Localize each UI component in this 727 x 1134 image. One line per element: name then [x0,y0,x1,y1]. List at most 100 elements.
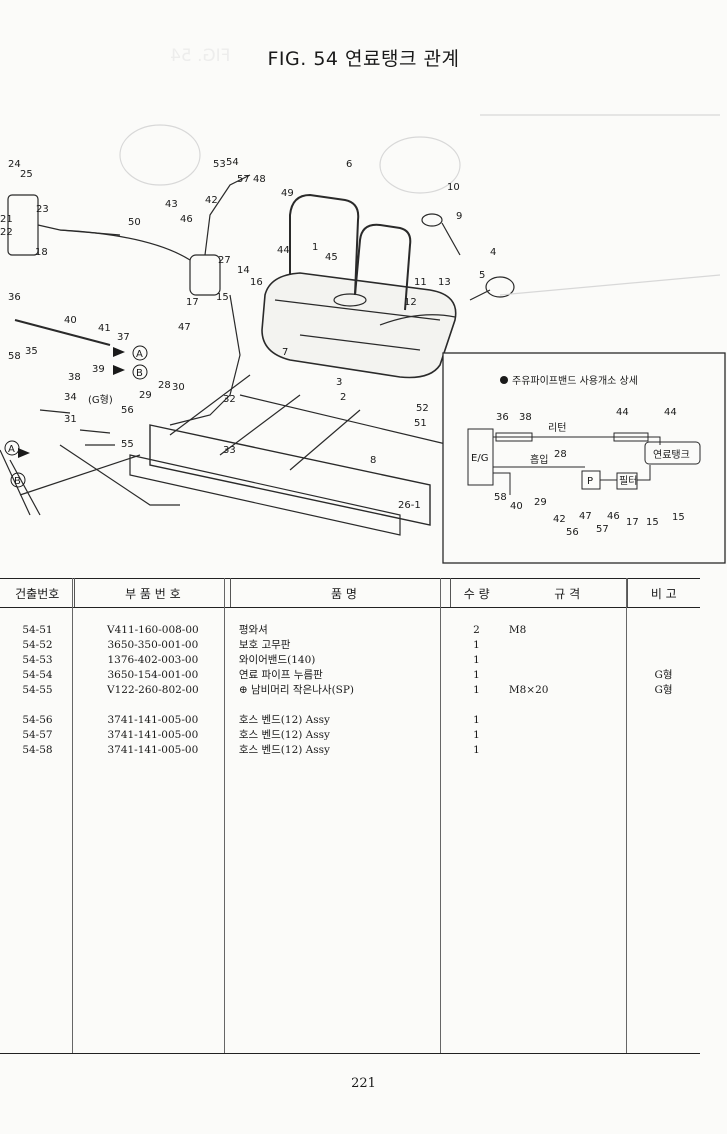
quantity: 2 [473,624,480,636]
ref-no: 54-54 [22,669,53,681]
callout: 16 [250,277,263,288]
callout: 33 [223,445,236,456]
inset-num: 57 [596,524,609,535]
callout: 46 [180,214,193,225]
diagram-svg: A B A B 1 2 3 4 5 6 7 8 9 10 11 12 13 14… [0,114,726,564]
callout: 50 [128,217,141,228]
ref-no: 54-51 [22,624,53,636]
column-divider [224,578,225,1054]
part-number: 3741-141-005-00 [107,714,199,726]
inset-num: 44 [664,407,677,418]
callout: 53 [213,159,226,170]
callout: 43 [165,199,178,210]
spec [503,653,627,668]
inset-num: 38 [519,412,532,423]
callout: 22 [0,227,13,238]
header-ref-no: 건출번호 [0,578,76,608]
ref-no: 54-58 [22,744,53,756]
inset-num: 29 [534,497,547,508]
callout: 56 [121,405,134,416]
callout: 10 [447,182,460,193]
part-number: 3741-141-005-00 [107,744,199,756]
callout: 6 [346,159,352,170]
part-number: V122-260-802-00 [107,684,199,696]
quantity: 1 [473,654,480,666]
quantity: 1 [473,669,480,681]
callout: 9 [456,211,462,222]
part-number: 3650-154-001-00 [107,669,199,681]
callout: 15 [216,292,229,303]
marker-a: A [8,444,15,455]
ref-no: 54-57 [22,729,53,741]
callout: 36 [8,292,21,303]
callout: 45 [325,252,338,263]
table-row: 54-55 V122-260-802-00 ⊕ 남비머리 작은나사(SP) 1 … [0,683,700,698]
callout: 8 [370,455,376,466]
part-name: 평와셔 [238,624,268,636]
callout: 17 [186,297,199,308]
note [627,653,700,668]
callout: 34 [64,392,77,403]
marker-b: B [14,476,21,487]
callout: 39 [92,364,105,375]
inset-engine-label: E/G [471,453,488,464]
table-row: 54-52 3650-350-001-00 보호 고무판 1 [0,638,700,653]
part-name: 연료 파이프 누름판 [238,669,323,681]
callout: 51 [414,418,427,429]
table-row: 54-57 3741-141-005-00 호스 벤드(12) Assy 1 [0,728,700,743]
spec: M8×20 [508,684,549,696]
inset-num: 58 [494,492,507,503]
inset-num: 42 [553,514,566,525]
callout: 23 [36,204,49,215]
callout: 21 [0,214,13,225]
note [627,728,700,743]
part-name: 호스 벤드(12) Assy [238,729,330,741]
part-name: ⊕ 남비머리 작은나사(SP) [238,684,355,696]
table-row: 54-58 3741-141-005-00 호스 벤드(12) Assy 1 [0,743,700,758]
header-quantity: 수 량 [450,578,503,608]
header-part-name: 품 명 [230,578,451,608]
table-header-row: 건출번호 부 품 번 호 품 명 수 량 규 격 비 고 [0,578,700,608]
header-spec: 규 격 [502,578,628,608]
inset-filter-label: 필터 [619,475,637,487]
note [627,713,700,728]
callout: 5 [479,270,485,281]
callout: 12 [404,297,417,308]
table-row: 54-54 3650-154-001-00 연료 파이프 누름판 1 G형 [0,668,700,683]
callout: 24 [8,159,21,170]
note [627,638,700,653]
part-number: V411-160-008-00 [107,624,199,636]
spec [503,638,627,653]
callout: 25 [20,169,33,180]
quantity: 1 [473,729,480,741]
parts-table: 건출번호 부 품 번 호 품 명 수 량 규 격 비 고 54-51 V411-… [0,578,700,758]
callout: 13 [438,277,451,288]
part-number: 3650-350-001-00 [107,639,199,651]
callout: 35 [25,346,38,357]
inset-num: 36 [496,412,509,423]
part-name: 와이어밴드(140) [238,654,316,666]
callout: 3 [336,377,342,388]
part-name: 보호 고무판 [238,639,291,651]
parts-table-wrapper: 건출번호 부 품 번 호 품 명 수 량 규 격 비 고 54-51 V411-… [0,578,727,758]
inset-num: 56 [566,527,579,538]
inset-pump-label: P [587,476,593,487]
callout: 44 [277,245,290,256]
marker-b: B [136,368,143,379]
callout: 49 [281,188,294,199]
column-divider [72,578,73,1054]
inset-num: 15 [646,517,659,528]
callout: 41 [98,323,111,334]
callout: 26-1 [398,500,421,511]
inset-num: 28 [554,449,567,460]
callout: 14 [237,265,250,276]
inset-return-label: 리턴 [548,422,566,434]
callout: 28 [158,380,171,391]
ref-no: 54-53 [22,654,53,666]
callout: 58 [8,351,21,362]
quantity: 1 [473,684,480,696]
parts-diagram: A B A B 1 2 3 4 5 6 7 8 9 10 11 12 13 14… [0,95,727,570]
callout: 38 [68,372,81,383]
header-part-number: 부 품 번 호 [74,578,232,608]
